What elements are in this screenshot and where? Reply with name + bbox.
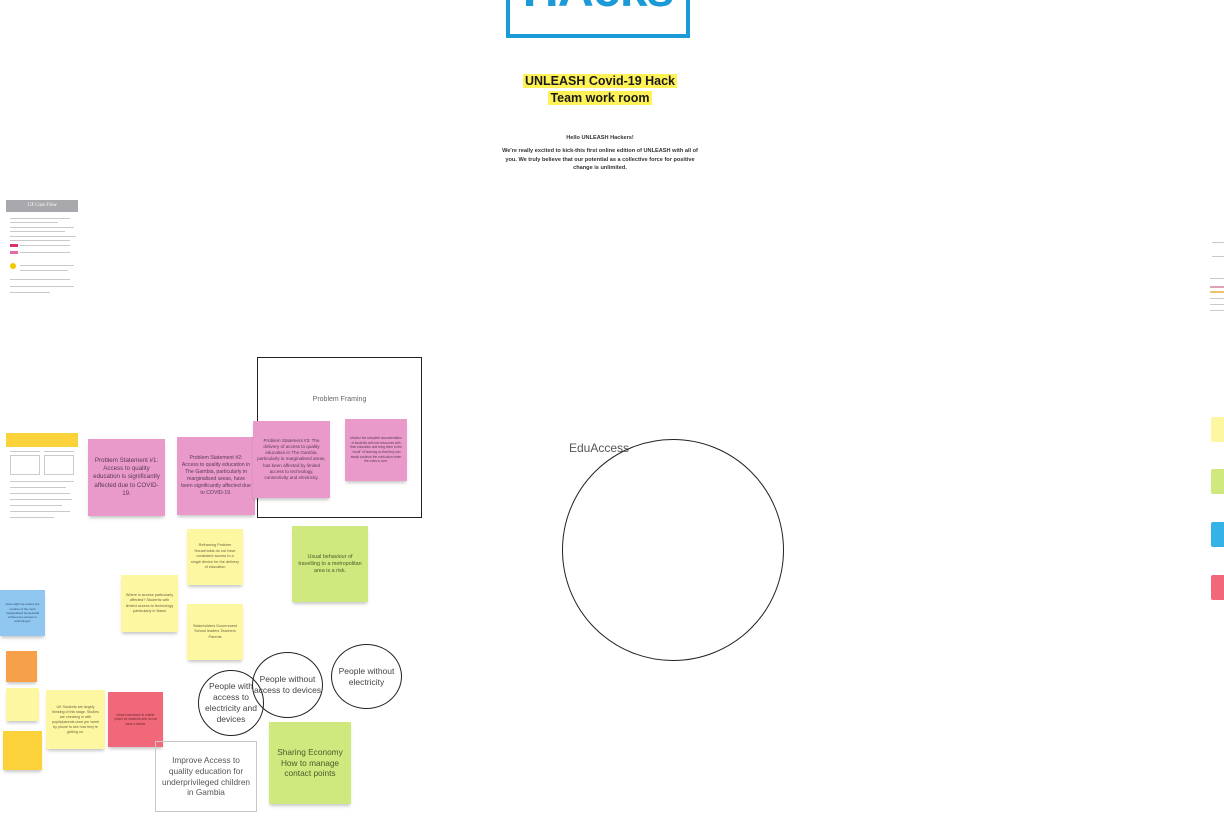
- sticky-monitor[interactable]: Monitor the complete documentation of st…: [345, 419, 407, 481]
- sticky-problem-statement-2[interactable]: Problem Statement #2: Access to quality …: [177, 437, 255, 515]
- sticky-sharing-economy[interactable]: Sharing Economy How to manage contact po…: [269, 722, 351, 804]
- edu-access-circle[interactable]: [562, 439, 784, 661]
- intro-paragraph: We're really excited to kick-this first …: [502, 148, 698, 172]
- sticky-red-ideas[interactable]: Ideas Investment in mobile phone for stu…: [108, 692, 163, 747]
- legend-swatch-green[interactable]: [1211, 469, 1224, 494]
- doc-panel-header: UX Case Flow: [6, 200, 78, 212]
- board-title[interactable]: UNLEASH Covid-19 Hack Team work room: [500, 73, 700, 107]
- right-doc-fragment[interactable]: [1210, 238, 1224, 318]
- circle-text: People without access to devices: [253, 674, 322, 695]
- legend-swatch-blue[interactable]: [1211, 522, 1224, 547]
- sticky-text: Problem Statement #3: The delivery of ac…: [257, 437, 326, 480]
- legend-swatch-red[interactable]: [1211, 575, 1224, 600]
- sticky-text: Usual behaviour of travelling to a metro…: [298, 553, 362, 574]
- sticky-text: Sharing Economy How to manage contact po…: [277, 747, 343, 779]
- sticky-yellow-small[interactable]: [6, 688, 39, 721]
- circle-people-without-electricity[interactable]: People without electricity: [331, 644, 402, 709]
- doc-panel-thumbnail-2[interactable]: [6, 433, 78, 533]
- sticky-uk-note[interactable]: UK Students are largely thinking of this…: [46, 690, 105, 749]
- circle-people-without-devices[interactable]: People without access to devices: [252, 652, 323, 718]
- sticky-text: UK Students are largely thinking of this…: [52, 704, 99, 734]
- sticky-text: Problem Statement #1: Access to quality …: [93, 456, 160, 497]
- sticky-problem-statement-3[interactable]: Problem Statement #3: The delivery of ac…: [253, 421, 330, 498]
- sticky-problem-statement-1[interactable]: Problem Statement #1: Access to quality …: [88, 439, 165, 516]
- board-title-line1: UNLEASH Covid-19 Hack: [522, 74, 678, 88]
- sticky-stakeholders[interactable]: Stakeholders Government School leaders T…: [187, 604, 243, 660]
- sticky-text: Where is access particularly affected? S…: [125, 592, 174, 613]
- sticky-reframing[interactable]: Reframing Problem Households do not have…: [187, 529, 243, 585]
- hacks-logo: HAcks: [506, 0, 690, 38]
- sticky-usual-behaviour[interactable]: Usual behaviour of travelling to a metro…: [292, 526, 368, 602]
- sticky-text: Ideas Investment in mobile phone for stu…: [114, 712, 157, 726]
- sticky-text: Reframing Problem Households do not have…: [191, 543, 239, 570]
- legend-swatch-yellow[interactable]: [1211, 417, 1224, 442]
- sticky-text: Monitor the complete documentation of st…: [350, 436, 402, 464]
- yellow-header-bar: [6, 433, 78, 447]
- greeting-text: Hello UNLEASH Hackers!: [566, 135, 634, 141]
- circle-text: People with access to electricity and de…: [205, 681, 257, 724]
- circle-text: People without electricity: [338, 665, 395, 687]
- improve-access-textbox[interactable]: Improve Access to quality education for …: [155, 741, 257, 812]
- edu-access-label[interactable]: EduAccess: [569, 441, 630, 455]
- sticky-text: How might we reduce the number of the mo…: [5, 602, 40, 624]
- improve-access-text: Improve Access to quality education for …: [161, 755, 251, 798]
- logo-text: HAcks: [510, 0, 686, 18]
- board-title-line2: Team work room: [548, 91, 652, 105]
- frame-label: Problem Framing: [312, 396, 367, 403]
- sticky-text: Stakeholders Government School leaders T…: [192, 623, 238, 639]
- sticky-blue-left[interactable]: How might we reduce the number of the mo…: [0, 590, 45, 636]
- sticky-text: Problem Statement #2: Access to quality …: [181, 455, 251, 496]
- sticky-gold-left[interactable]: [3, 731, 42, 770]
- doc-panel-thumbnail[interactable]: UX Case Flow: [6, 200, 78, 300]
- intro-text[interactable]: Hello UNLEASH Hackers! We're really exci…: [498, 134, 702, 178]
- sticky-orange-left[interactable]: [6, 651, 37, 682]
- sticky-where-access[interactable]: Where is access particularly affected? S…: [121, 575, 178, 632]
